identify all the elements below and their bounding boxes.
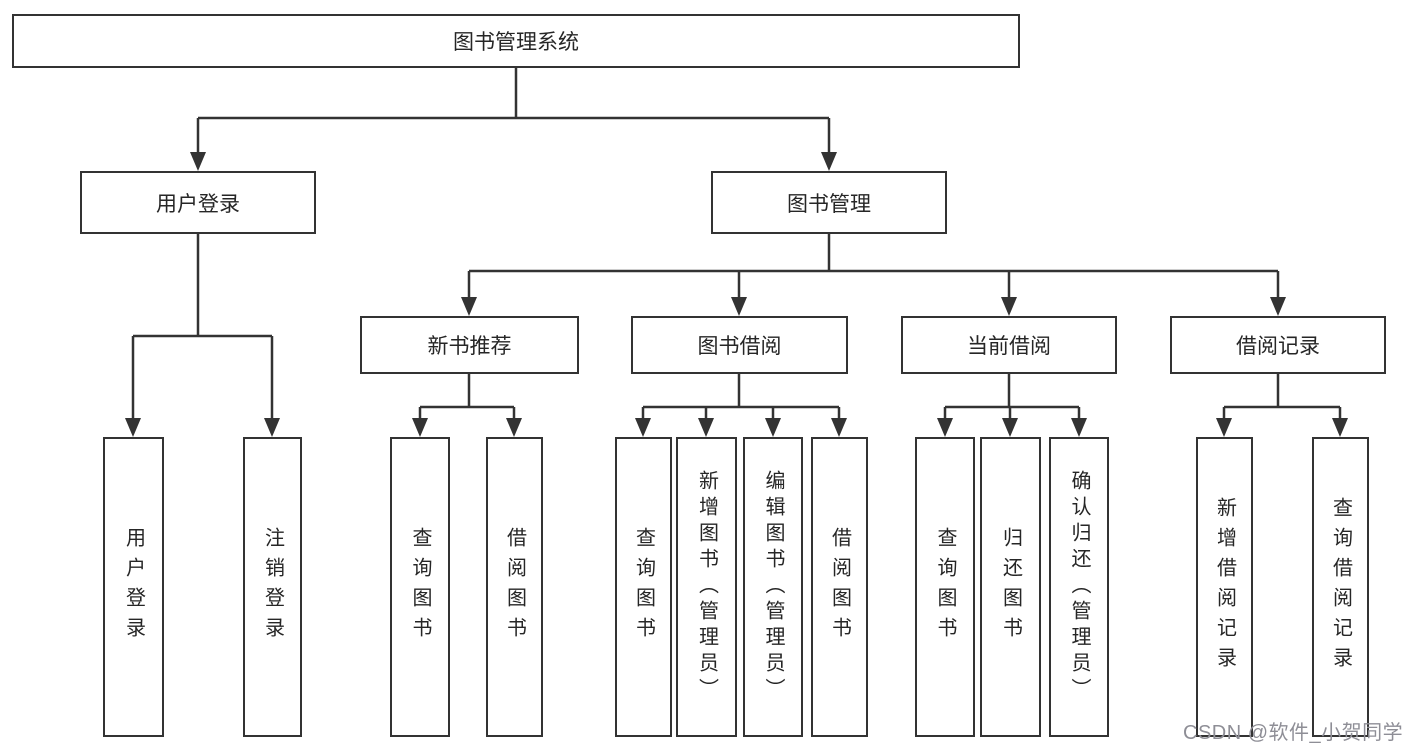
node-borrow-books-2: 借阅图书 xyxy=(811,437,868,737)
node-label: 借阅记录 xyxy=(1236,335,1320,358)
node-user-login: 用户登录 xyxy=(80,171,316,234)
node-library-system: 图书管理系统 xyxy=(12,14,1020,68)
node-label: 图书管理 xyxy=(787,192,871,216)
csdn-watermark: CSDN @软件_小贺同学 xyxy=(1183,722,1404,744)
connector-root-to-level2 xyxy=(196,68,831,160)
node-edit-book-admin: 编辑图书（管理员） xyxy=(743,437,803,737)
connector-userlogin-children xyxy=(131,234,274,426)
node-logout: 注销登录 xyxy=(243,437,302,737)
node-label: 借阅图书 xyxy=(828,527,851,647)
connector-currentborrow-children xyxy=(943,374,1081,426)
node-borrow-records: 借阅记录 xyxy=(1170,316,1386,374)
node-label: 用户登录 xyxy=(122,527,145,647)
node-label: 新增借阅记录 xyxy=(1213,497,1236,677)
connector-bookborrow-children xyxy=(641,374,841,426)
node-label: 查询图书 xyxy=(934,527,956,647)
node-borrow-books: 借阅图书 xyxy=(486,437,543,737)
node-label: 图书管理系统 xyxy=(453,31,579,54)
node-add-book-admin: 新增图书（管理员） xyxy=(676,437,737,737)
node-book-borrow: 图书借阅 xyxy=(631,316,848,374)
node-new-book-recommend: 新书推荐 xyxy=(360,316,579,374)
node-label: 确认归还（管理员） xyxy=(1068,470,1090,704)
node-current-borrow: 当前借阅 xyxy=(901,316,1117,374)
node-label: 当前借阅 xyxy=(967,335,1051,358)
node-book-management: 图书管理 xyxy=(711,171,947,234)
node-label: 归还图书 xyxy=(999,527,1022,647)
node-label: 借阅图书 xyxy=(503,527,526,647)
node-label: 新书推荐 xyxy=(427,335,512,358)
node-user-login-leaf: 用户登录 xyxy=(103,437,164,737)
connector-bookmgmt-to-level3 xyxy=(467,234,1280,305)
node-query-books-3: 查询图书 xyxy=(915,437,975,737)
connector-newbooks-children xyxy=(418,374,516,426)
node-label: 图书借阅 xyxy=(697,335,782,358)
node-label: 编辑图书（管理员） xyxy=(762,470,784,704)
node-label: 新增图书（管理员） xyxy=(695,470,718,704)
node-return-book: 归还图书 xyxy=(980,437,1041,737)
node-label: 用户登录 xyxy=(156,192,240,216)
node-query-borrow-record: 查询借阅记录 xyxy=(1312,437,1369,737)
connector-records-children xyxy=(1222,374,1342,426)
node-label: 查询借阅记录 xyxy=(1329,497,1352,677)
node-query-books-2: 查询图书 xyxy=(615,437,672,737)
node-label: 注销登录 xyxy=(261,527,284,647)
node-query-books: 查询图书 xyxy=(390,437,450,737)
node-label: 查询图书 xyxy=(409,527,431,647)
node-label: 查询图书 xyxy=(632,527,655,647)
node-add-borrow-record: 新增借阅记录 xyxy=(1196,437,1253,737)
node-confirm-return-admin: 确认归还（管理员） xyxy=(1049,437,1109,737)
